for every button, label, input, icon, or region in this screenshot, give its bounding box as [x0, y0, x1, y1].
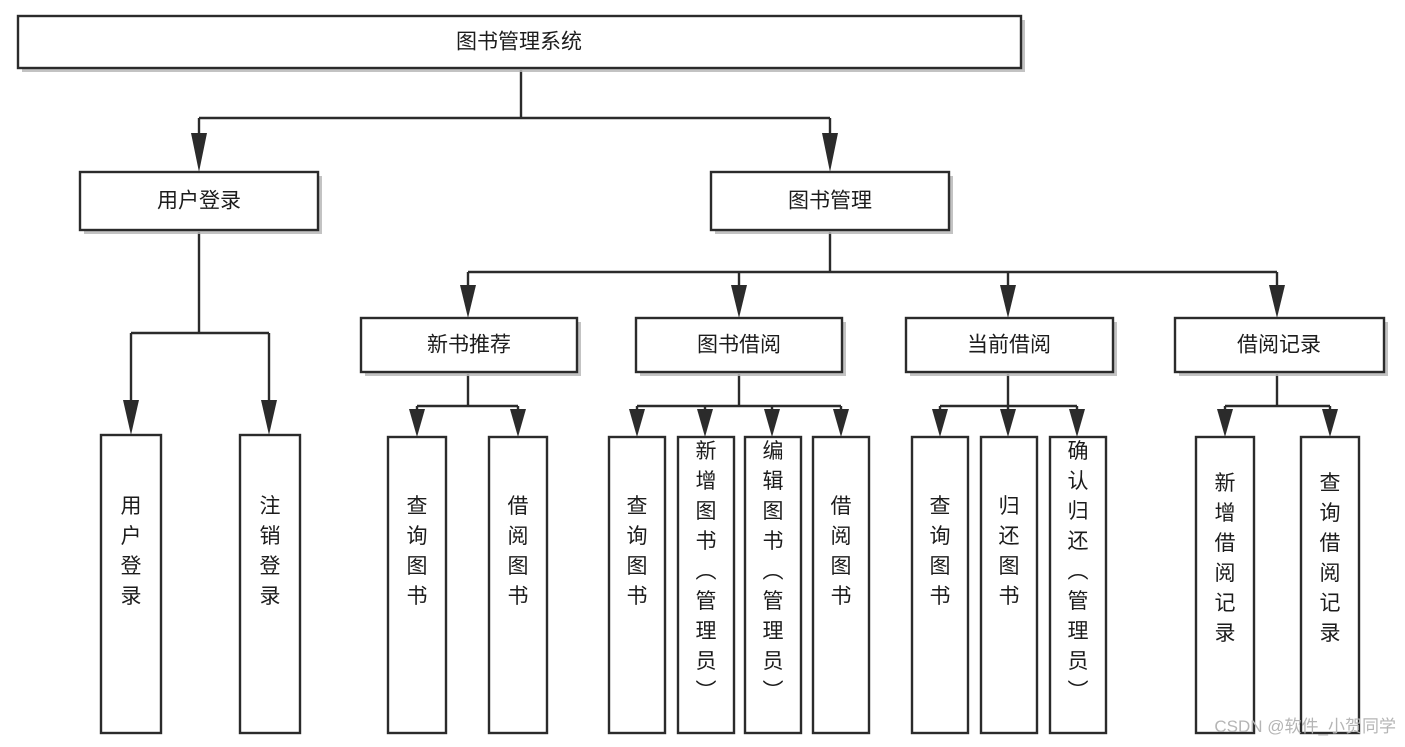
- arrowhead-leaf-logout: [261, 400, 277, 435]
- node-root-label: 图书管理系统: [456, 31, 582, 54]
- leaf-record-query-record-box: [1299, 435, 1361, 735]
- node-book-borrow[interactable]: 图书借阅: [634, 316, 846, 376]
- node-borrow-record-label: 借阅记录: [1237, 334, 1321, 357]
- leaf-logout[interactable]: 注销登录: [238, 433, 302, 735]
- arrowhead-record-leaf-1: [1217, 409, 1233, 437]
- node-current-borrow-box: [904, 316, 1115, 374]
- node-book-borrow-box: [634, 316, 844, 374]
- leaf-current-confirm-return-box: [1048, 435, 1108, 735]
- leaf-logout-label: 注销登录: [260, 495, 281, 608]
- leaf-borrow-query-book-label: 查询图书: [627, 495, 648, 608]
- leaf-borrow-edit-book-label: 编辑图书︵管理员︶: [763, 440, 784, 703]
- leaf-borrow-add-book-label: 新增图书︵管理员︶: [696, 440, 717, 703]
- arrowhead-borrow-record: [1269, 285, 1285, 318]
- arrowhead-current-leaf-3: [1069, 409, 1085, 437]
- leaf-borrow-borrow-book-box: [811, 435, 871, 735]
- node-user-login-label: 用户登录: [157, 190, 241, 213]
- node-borrow-record[interactable]: 借阅记录: [1173, 316, 1388, 376]
- arrowhead-recommend-leaf-2: [510, 409, 526, 437]
- node-user-login[interactable]: 用户登录: [78, 170, 322, 234]
- node-book-manage-box: [709, 170, 951, 232]
- leaf-current-return-book-box: [979, 435, 1039, 735]
- leaf-current-confirm-return[interactable]: 确认归还︵管理员︶: [1048, 435, 1108, 735]
- leaf-borrow-edit-book[interactable]: 编辑图书︵管理员︶: [743, 435, 803, 735]
- leaf-logout-box: [238, 433, 302, 735]
- leaf-user-login-box: [99, 433, 163, 735]
- leaf-current-return-book[interactable]: 归还图书: [979, 435, 1039, 735]
- leaf-user-login[interactable]: 用户登录: [99, 433, 163, 735]
- node-root[interactable]: 图书管理系统: [16, 14, 1025, 72]
- arrowhead-borrow-leaf-3: [764, 409, 780, 437]
- arrowhead-book-borrow: [731, 285, 747, 318]
- node-current-borrow-label: 当前借阅: [967, 334, 1051, 357]
- node-borrow-record-box: [1173, 316, 1386, 374]
- node-new-book-recommend[interactable]: 新书推荐: [359, 316, 581, 376]
- leaf-current-return-book-label: 归还图书: [999, 495, 1020, 608]
- leaf-record-query-record[interactable]: 查询借阅记录: [1299, 435, 1361, 735]
- node-user-login-box: [78, 170, 320, 232]
- arrowhead-recommend-leaf-1: [409, 409, 425, 437]
- arrowhead-borrow-leaf-4: [833, 409, 849, 437]
- arrowhead-book-manage: [822, 133, 838, 172]
- node-new-book-recommend-label: 新书推荐: [427, 334, 511, 357]
- leaf-record-query-record-label: 查询借阅记录: [1320, 472, 1341, 645]
- arrowhead-borrow-leaf-1: [629, 409, 645, 437]
- leaf-recommend-borrow-book[interactable]: 借阅图书: [487, 435, 549, 735]
- leaf-borrow-borrow-book[interactable]: 借阅图书: [811, 435, 871, 735]
- leaf-recommend-borrow-book-box: [487, 435, 549, 735]
- leaf-borrow-query-book[interactable]: 查询图书: [607, 435, 667, 735]
- leaf-record-add-record[interactable]: 新增借阅记录: [1194, 435, 1256, 735]
- leaf-borrow-add-book[interactable]: 新增图书︵管理员︶: [676, 435, 736, 735]
- leaf-recommend-query-book-label: 查询图书: [407, 495, 428, 608]
- leaf-record-add-record-label: 新增借阅记录: [1215, 472, 1236, 645]
- arrowhead-current-leaf-2: [1000, 409, 1016, 437]
- arrowhead-user-login: [191, 133, 207, 172]
- leaf-current-query-book-box: [910, 435, 970, 735]
- arrowhead-current-borrow: [1000, 285, 1016, 318]
- leaf-borrow-query-book-box: [607, 435, 667, 735]
- node-book-borrow-label: 图书借阅: [697, 334, 781, 357]
- arrowhead-borrow-leaf-2: [697, 409, 713, 437]
- leaf-current-confirm-return-label: 确认归还︵管理员︶: [1068, 440, 1089, 703]
- arrowhead-new-book-recommend: [460, 285, 476, 318]
- leaf-recommend-query-book-box: [386, 435, 448, 735]
- node-new-book-recommend-box: [359, 316, 579, 374]
- leaf-current-query-book-label: 查询图书: [930, 495, 951, 608]
- arrowhead-record-leaf-2: [1322, 409, 1338, 437]
- leaf-borrow-edit-book-box: [743, 435, 803, 735]
- leaf-current-query-book[interactable]: 查询图书: [910, 435, 970, 735]
- arrowhead-current-leaf-1: [932, 409, 948, 437]
- leaf-borrow-add-book-box: [676, 435, 736, 735]
- leaf-borrow-borrow-book-label: 借阅图书: [831, 495, 852, 608]
- node-book-manage-label: 图书管理: [788, 190, 872, 213]
- node-current-borrow[interactable]: 当前借阅: [904, 316, 1117, 376]
- node-book-manage[interactable]: 图书管理: [709, 170, 953, 234]
- watermark-label: CSDN @软件_小贺同学: [1214, 717, 1396, 736]
- leaf-record-add-record-box: [1194, 435, 1256, 735]
- leaf-recommend-borrow-book-label: 借阅图书: [508, 495, 529, 608]
- leaf-user-login-label: 用户登录: [121, 495, 142, 608]
- edges-group: [123, 70, 1338, 437]
- leaf-recommend-query-book[interactable]: 查询图书: [386, 435, 448, 735]
- arrowhead-leaf-user-login: [123, 400, 139, 435]
- node-root-box: [16, 14, 1023, 70]
